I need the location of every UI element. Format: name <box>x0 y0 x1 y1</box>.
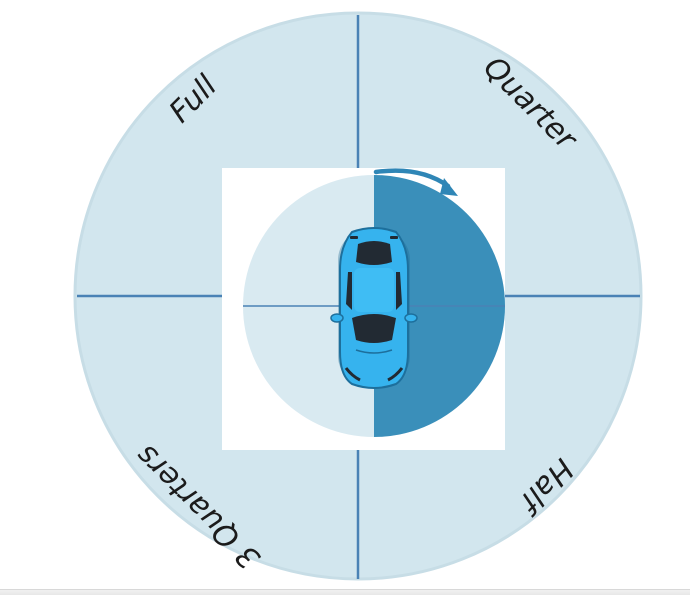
bottom-divider <box>0 589 690 595</box>
car-top-view-icon <box>331 228 417 388</box>
